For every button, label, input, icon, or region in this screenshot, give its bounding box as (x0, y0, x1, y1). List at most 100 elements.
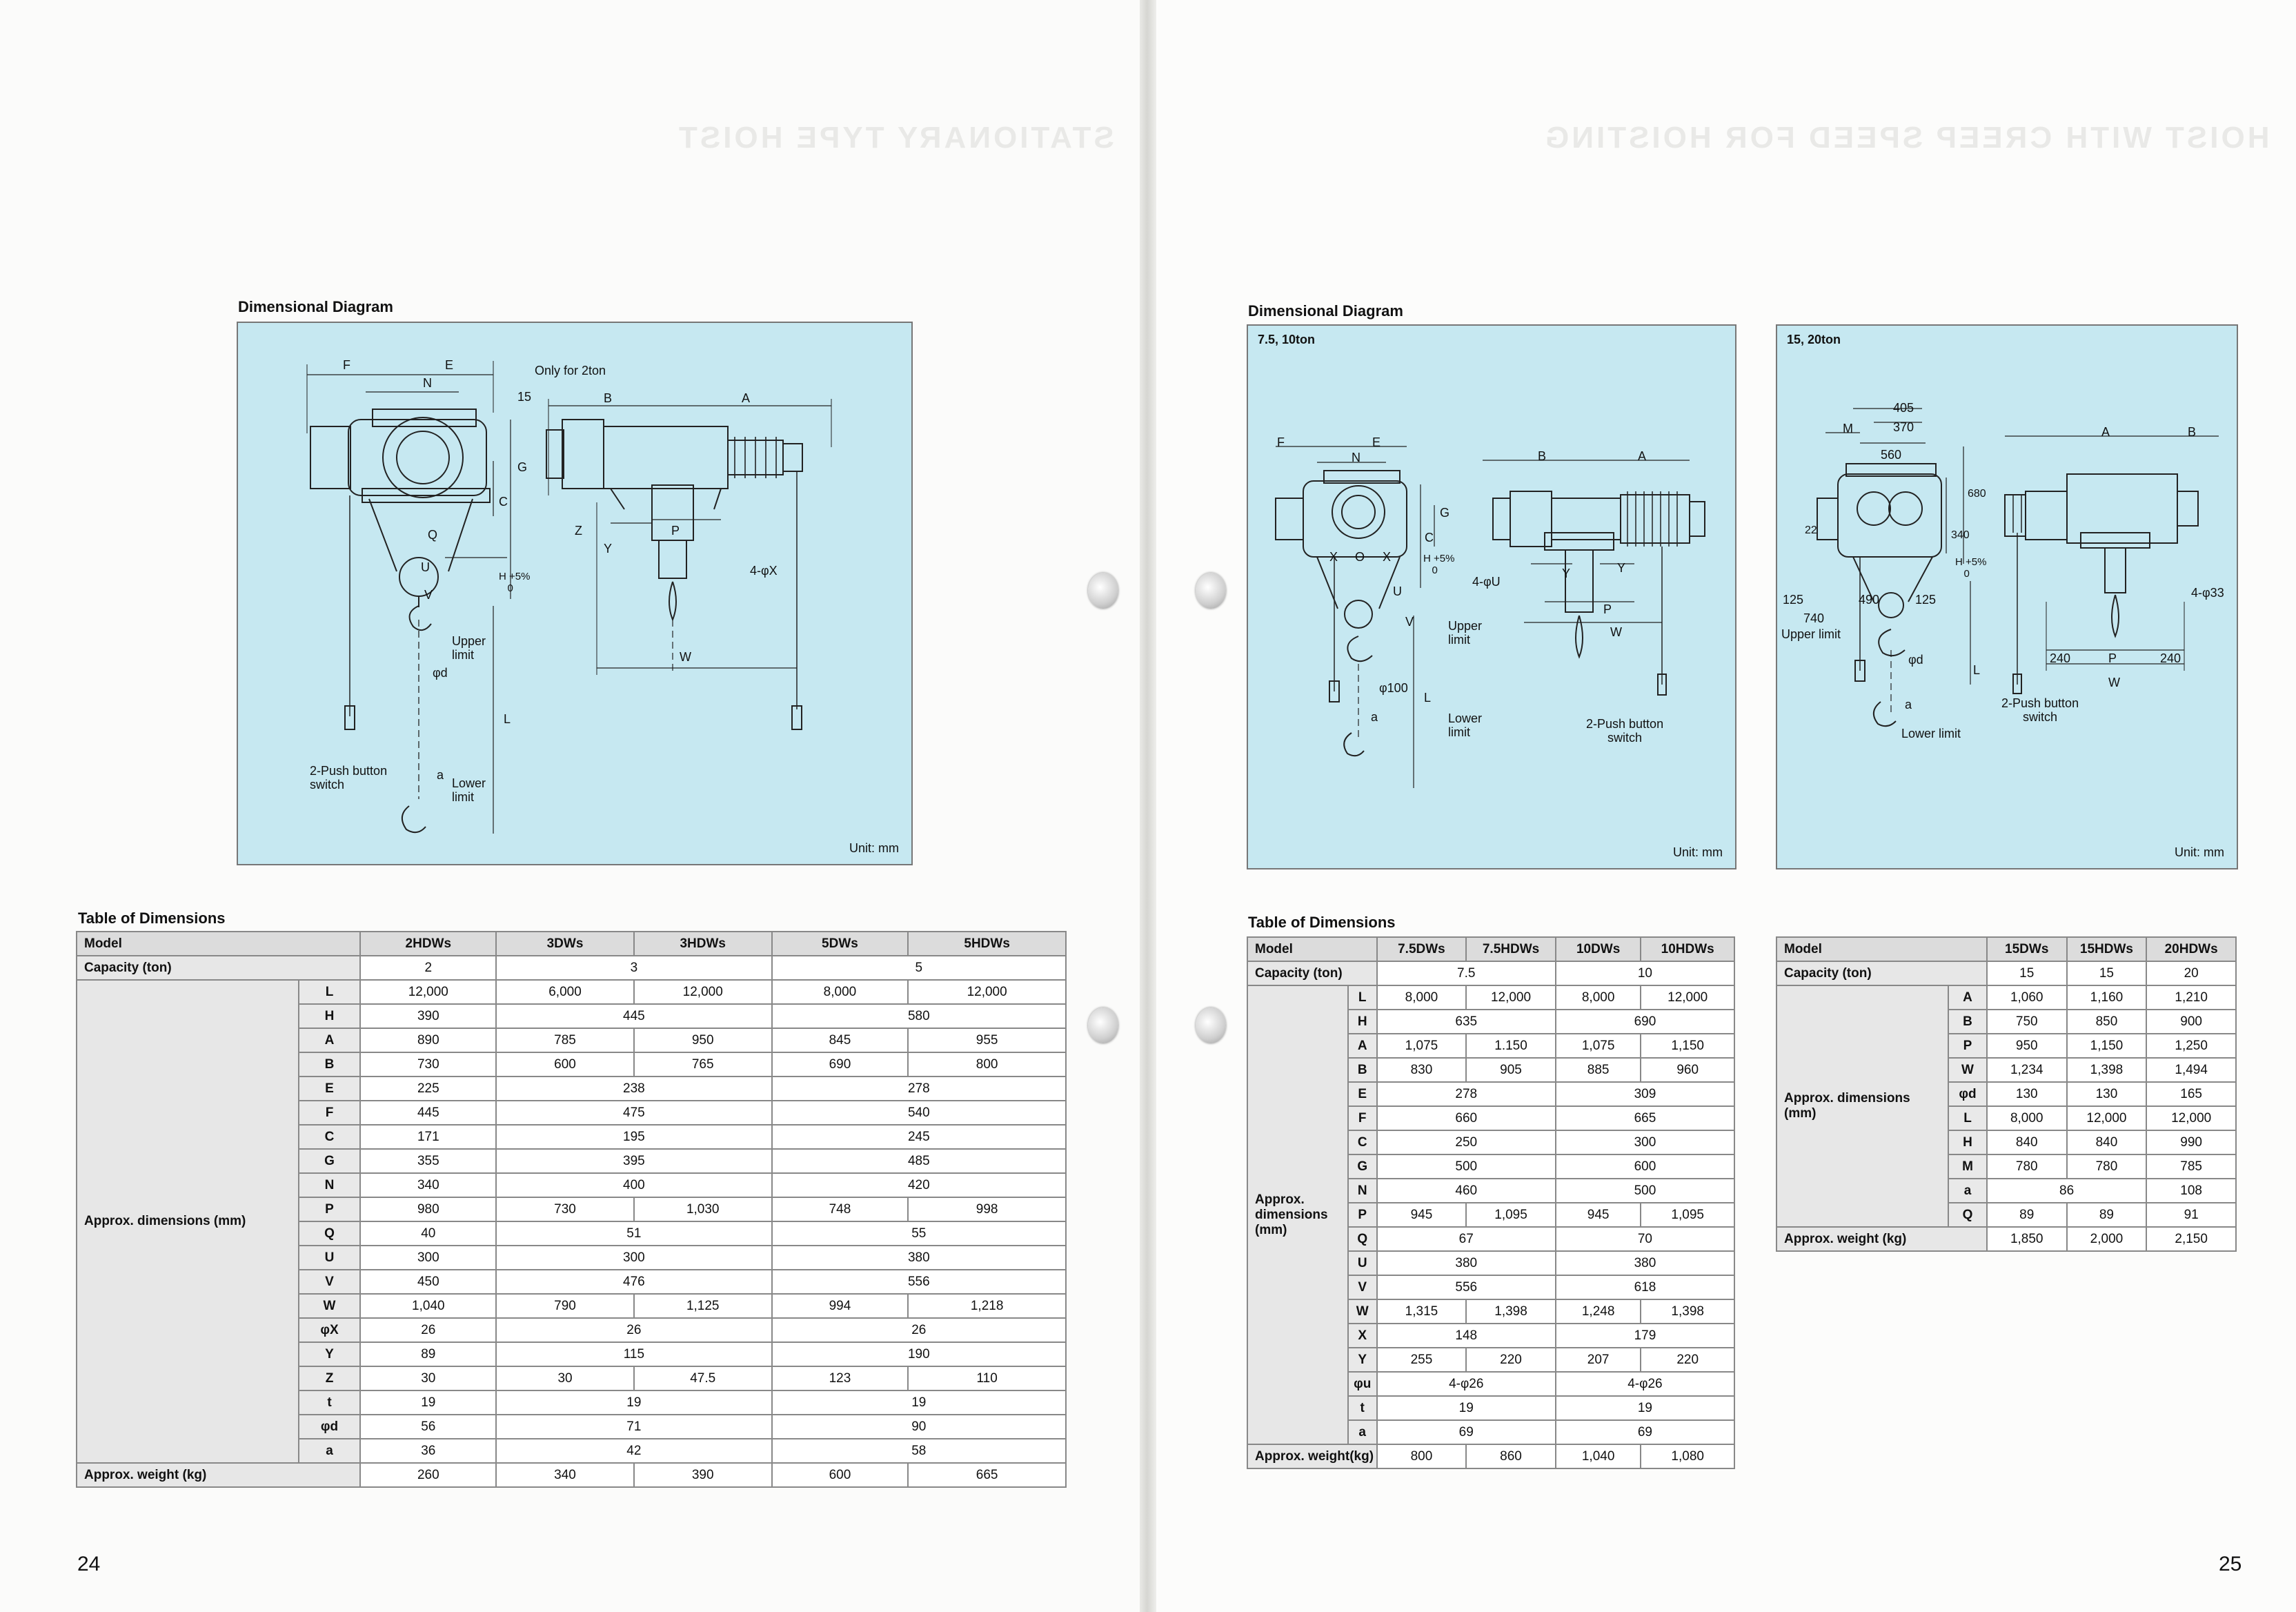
dim-label-l: L (504, 712, 511, 726)
dimension-value: 115 (495, 1341, 773, 1367)
dimension-value: 1,150 (1640, 1033, 1735, 1059)
binder-hole (1196, 573, 1226, 609)
p1-hole-4-phi-u: 4-φU (1472, 575, 1501, 589)
weight-value: 390 (633, 1462, 773, 1488)
header-model-name: 15DWs (1986, 936, 2068, 962)
p2-dim-340: 340 (1951, 529, 1970, 541)
dimension-value: 1,494 (2146, 1057, 2237, 1083)
dimension-key: F (1347, 1105, 1378, 1131)
dim-label-y: Y (604, 542, 613, 556)
header-model-name: 5HDWs (907, 931, 1067, 956)
dimension-value: 12,000 (2146, 1105, 2237, 1131)
dimension-value: 4-φ26 (1376, 1371, 1556, 1397)
p2-dim-560: 560 (1881, 448, 1902, 462)
dimension-value: 12,000 (2066, 1105, 2148, 1131)
header-model-name: 3HDWs (633, 931, 773, 956)
dimension-value: 785 (495, 1028, 635, 1053)
dimension-value: 635 (1376, 1009, 1556, 1034)
dimension-value: 40 (359, 1221, 497, 1246)
dimension-key: H (297, 1003, 362, 1029)
p2-upper-limit: Upper limit (1781, 627, 1841, 641)
dimension-value: 950 (1986, 1033, 2068, 1059)
p1-dim-l: L (1424, 691, 1432, 705)
p1-dim-h: H +5% 0 (1423, 553, 1455, 576)
dimension-value: 998 (907, 1197, 1067, 1222)
dimension-value: 195 (495, 1124, 773, 1150)
dimension-value: 1,398 (1465, 1299, 1556, 1324)
dimension-value: 71 (495, 1414, 773, 1439)
left-diagram-heading: Dimensional Diagram (238, 298, 393, 315)
dimensions-group-label: Approx. dimensions (mm) (1775, 985, 1950, 1228)
dimension-value: 445 (495, 1003, 773, 1029)
dimension-value: 850 (2066, 1009, 2148, 1034)
dimension-value: 945 (1554, 1202, 1642, 1228)
dimension-key: G (1347, 1154, 1378, 1179)
dimension-value: 1,315 (1376, 1299, 1467, 1324)
dimension-value: 1.150 (1465, 1033, 1556, 1059)
dimension-key: A (297, 1028, 362, 1053)
bleed-through-text-right: HOIST WITH CREEP SPEED FOR HOISTING (1543, 121, 2270, 155)
dimension-value: 665 (1554, 1105, 1736, 1131)
dimension-value: 245 (771, 1124, 1067, 1150)
dimension-value: 730 (495, 1197, 635, 1222)
dimension-value: 450 (359, 1269, 497, 1295)
p2-dim-a: A (2101, 425, 2110, 439)
dimension-value: 12,000 (1465, 985, 1556, 1010)
dimension-value: 500 (1376, 1154, 1556, 1179)
dim-label-q: Q (428, 528, 438, 542)
dimension-key: φu (1347, 1371, 1378, 1397)
capacity-label: Capacity (ton) (75, 955, 362, 981)
dimension-value: 58 (771, 1438, 1067, 1464)
dim-label-a: A (742, 391, 751, 405)
header-model-name: 3DWs (495, 931, 635, 956)
dimension-value: 8,000 (1376, 985, 1467, 1010)
dimension-value: 785 (2146, 1154, 2237, 1179)
dimension-value: 12,000 (907, 979, 1067, 1005)
dimension-value: 12,000 (633, 979, 773, 1005)
p2-dim-a-angle: a (1905, 698, 1912, 711)
dimension-value: 600 (495, 1052, 635, 1077)
right-page: HOIST WITH CREEP SPEED FOR HOISTING Dime… (1156, 0, 2296, 1612)
dimension-value: 148 (1376, 1323, 1556, 1348)
dimension-value: 945 (1376, 1202, 1467, 1228)
p1-push-button: 2-Push button switch (1586, 717, 1664, 745)
dimension-value: 220 (1640, 1347, 1735, 1373)
dimension-value: 26 (359, 1317, 497, 1343)
dimension-key: A (1347, 1033, 1378, 1059)
p2-unit-note: Unit: mm (2175, 845, 2224, 859)
dimension-value: 8,000 (771, 979, 909, 1005)
dimension-value: 1,250 (2146, 1033, 2237, 1059)
capacity-value: 15 (2066, 961, 2148, 986)
p1-dim-c: C (1425, 531, 1434, 544)
dimension-value: 420 (771, 1172, 1067, 1198)
weight-value: 600 (771, 1462, 909, 1488)
dimension-value: 1,218 (907, 1293, 1067, 1319)
dimension-key: B (297, 1052, 362, 1077)
dimension-value: 840 (1986, 1130, 2068, 1155)
dimension-value: 255 (1376, 1347, 1467, 1373)
p2-dim-680: 680 (1968, 488, 1986, 500)
dimension-key: V (297, 1269, 362, 1295)
dimension-value: 19 (495, 1390, 773, 1415)
dimension-key: t (1347, 1395, 1378, 1421)
